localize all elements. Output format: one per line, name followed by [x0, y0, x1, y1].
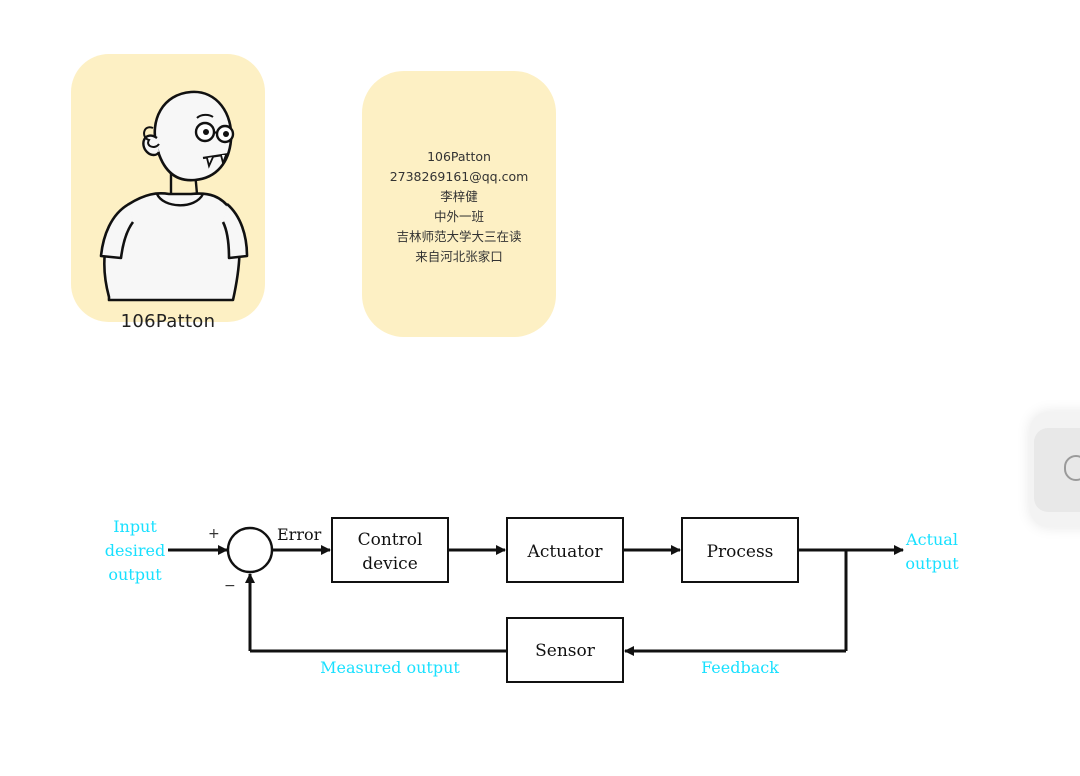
- error-label: Error: [277, 525, 322, 544]
- actuator-block: [506, 517, 624, 583]
- sensor-label: Sensor: [535, 641, 596, 661]
- sensor-block: [506, 617, 624, 683]
- info-line-email: 2738269161@qq.com: [389, 169, 529, 184]
- info-line-name: 李梓健: [440, 189, 478, 204]
- summing-junction: [226, 526, 274, 574]
- avatar-card: [71, 54, 265, 322]
- output-label-line-1: Actual: [905, 530, 958, 549]
- output-label-line-2: output: [905, 554, 959, 573]
- minus-sign: −: [224, 578, 236, 594]
- input-label-line-3: output: [108, 565, 162, 584]
- plus-sign: +: [208, 526, 220, 542]
- info-line-school: 吉林师范大学大三在读: [396, 229, 522, 244]
- info-lines: 106Patton 2738269161@qq.com 李梓健 中外一班 吉林师…: [362, 147, 556, 267]
- input-label-line-1: Input: [113, 517, 157, 536]
- input-label-line-2: desired: [105, 541, 165, 560]
- control-device-label-line-2: device: [362, 554, 418, 574]
- measured-output-label: Measured output: [320, 658, 460, 677]
- info-line-class: 中外一班: [433, 209, 484, 224]
- feedback-label: Feedback: [701, 658, 779, 677]
- process-label: Process: [707, 542, 774, 562]
- avatar-illustration: [99, 90, 249, 302]
- info-line-nickname: 106Patton: [427, 149, 491, 164]
- info-card: 106Patton 2738269161@qq.com 李梓健 中外一班 吉林师…: [362, 71, 556, 337]
- process-block: [681, 517, 799, 583]
- circle-icon: [1064, 455, 1080, 481]
- info-line-hometown: 来自河北张家口: [415, 249, 503, 264]
- control-device-label-line-1: Control: [358, 530, 423, 550]
- avatar-name: 106Patton: [120, 311, 216, 332]
- actuator-label: Actuator: [527, 542, 604, 562]
